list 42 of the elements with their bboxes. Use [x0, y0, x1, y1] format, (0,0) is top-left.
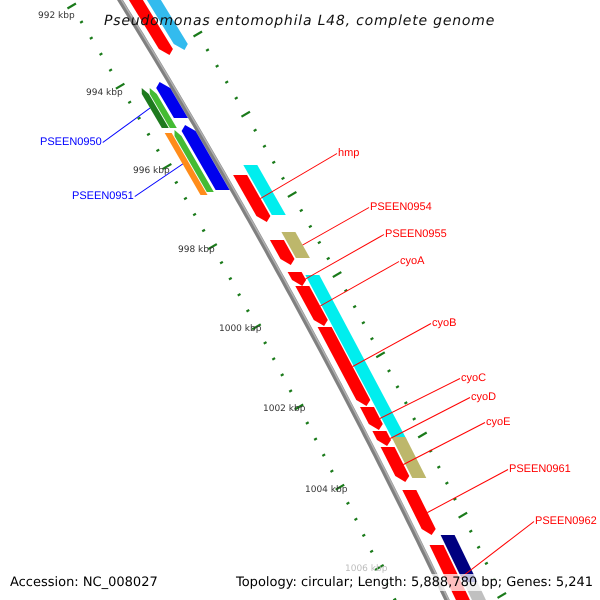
gene-feature — [295, 286, 328, 326]
leader-line — [403, 422, 486, 465]
accession-text: Accession: NC_008027 — [10, 576, 158, 589]
gene-label: PSEEN0961 — [509, 464, 571, 475]
gene-feature — [372, 431, 391, 446]
scale-label: 1000 kbp — [219, 325, 262, 334]
gene-label: hmp — [338, 148, 360, 159]
gene-feature — [402, 490, 436, 535]
gene-label: cyoC — [461, 373, 486, 384]
gene-label: cyoD — [471, 392, 496, 403]
leader-line — [427, 469, 508, 513]
leader-line — [379, 378, 460, 419]
gene-label: PSEEN0954 — [370, 202, 432, 213]
leader-line — [134, 164, 184, 197]
scale-label: 1004 kbp — [305, 486, 348, 495]
leader-line — [390, 397, 470, 439]
gene-feature — [288, 272, 306, 286]
scale-label: 1002 kbp — [263, 405, 306, 414]
leader-line — [260, 153, 338, 199]
gene-label: cyoB — [432, 318, 456, 329]
gene-feature — [318, 327, 370, 406]
leader-line — [352, 323, 432, 367]
scale-label: 992 kbp — [38, 12, 75, 21]
gene-label: PSEEN0962 — [535, 516, 597, 527]
leader-line — [102, 108, 151, 143]
gene-label: PSEEN0955 — [385, 229, 447, 240]
gene-label: PSEEN0951 — [72, 191, 134, 202]
leader-line — [320, 261, 400, 306]
gene-feature — [233, 175, 270, 222]
gene-feature — [360, 407, 383, 430]
gene-label: cyoE — [486, 417, 510, 428]
gene-feature — [142, 88, 169, 128]
leader-line — [305, 234, 384, 280]
gene-label: PSEEN0950 — [40, 137, 102, 148]
gene-feature — [281, 232, 310, 258]
leader-line — [302, 207, 370, 246]
scale-label: 996 kbp — [133, 167, 170, 176]
scale-label: 994 kbp — [86, 89, 123, 98]
scale-label: 998 kbp — [178, 246, 215, 255]
gene-feature — [380, 447, 410, 482]
gene-label: cyoA — [400, 256, 424, 267]
scale-label: 1006 kbp — [345, 565, 388, 574]
